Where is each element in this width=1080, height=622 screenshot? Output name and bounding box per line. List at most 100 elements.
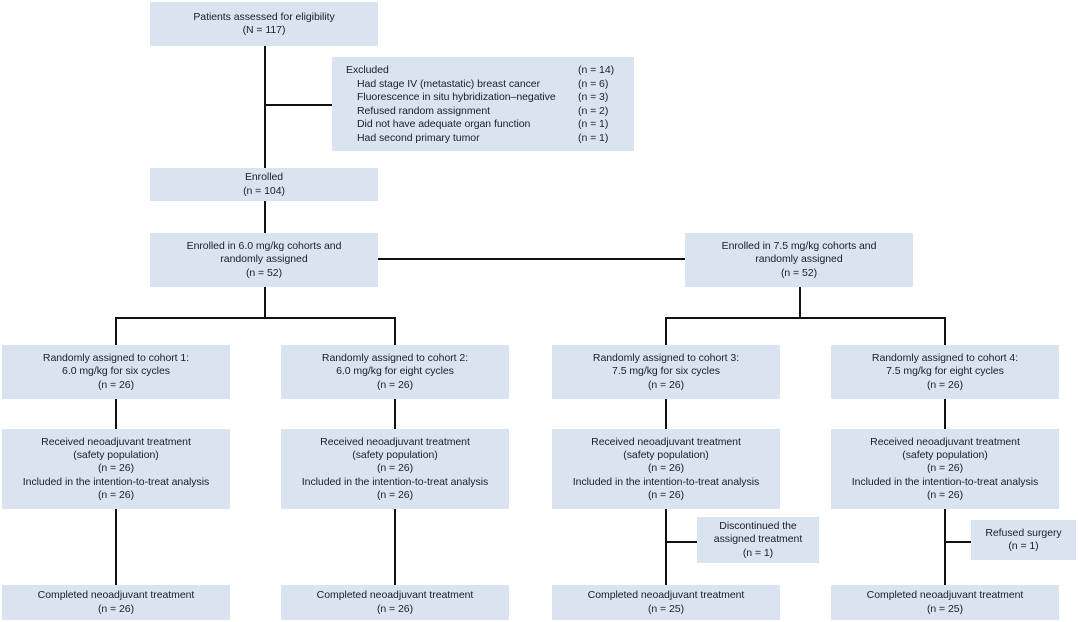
enrolled60-line1: Enrolled in 6.0 mg/kg cohorts and (186, 240, 342, 253)
connector-cohort3-to-received3 (665, 399, 667, 429)
completed3-count: (n = 25) (647, 602, 685, 615)
connector-received2-to-completed2 (394, 509, 396, 585)
received4-line1: Received neoadjuvant treatment (870, 435, 1020, 448)
received1-line1: Received neoadjuvant treatment (41, 435, 191, 448)
connector-received4-to-completed4 (944, 509, 946, 585)
box-cohort-4: Randomly assigned to cohort 4: 7.5 mg/kg… (831, 345, 1059, 399)
received3-line4: Included in the intention-to-treat analy… (572, 475, 760, 488)
connector-received1-to-completed1 (115, 509, 117, 585)
cohort4-count: (n = 26) (926, 378, 964, 391)
received1-itt-count: (n = 26) (97, 488, 135, 501)
box-received-treatment-1: Received neoadjuvant treatment (safety p… (2, 429, 230, 509)
received2-line4: Included in the intention-to-treat analy… (301, 475, 489, 488)
connector-down-cohort4 (944, 317, 946, 345)
refused4-count: (n = 1) (1008, 540, 1039, 552)
discontinued3-line2: assigned treatment (713, 533, 803, 546)
box-refused-surgery-4: Refused surgery (n = 1) (971, 520, 1076, 560)
box-enrolled-75mgkg: Enrolled in 7.5 mg/kg cohorts and random… (685, 233, 913, 287)
connector-received3-to-completed3 (665, 509, 667, 585)
excluded-label: Had second primary tumor (357, 131, 480, 144)
connector-cohort4-to-received4 (944, 399, 946, 429)
received2-line1: Received neoadjuvant treatment (320, 435, 470, 448)
received1-line2: (safety population) (73, 449, 159, 462)
received2-itt-count: (n = 26) (376, 488, 414, 501)
excluded-row: Had second primary tumor (n = 1) (346, 132, 624, 146)
completed1-count: (n = 26) (97, 602, 135, 615)
cohort2-line2: 6.0 mg/kg for eight cycles (336, 365, 454, 378)
box-received-treatment-2: Received neoadjuvant treatment (safety p… (281, 429, 509, 509)
cohort2-count: (n = 26) (376, 378, 414, 391)
excluded-row: Refused random assignment (n = 2) (346, 105, 624, 119)
box-enrolled-60mgkg: Enrolled in 6.0 mg/kg cohorts and random… (150, 233, 378, 287)
excluded-count: (n = 3) (578, 91, 609, 104)
excluded-label: Refused random assignment (357, 104, 490, 117)
cohort1-line2: 6.0 mg/kg for six cycles (62, 365, 170, 378)
cohort3-line2: 7.5 mg/kg for six cycles (612, 365, 720, 378)
received2-line2: (safety population) (352, 449, 438, 462)
connector-row3-horizontal (264, 258, 801, 260)
enrolled60-line2: randomly assigned (220, 253, 308, 266)
enrolled75-line2: randomly assigned (755, 253, 843, 266)
cohort4-line1: Randomly assigned to cohort 4: (871, 352, 1019, 365)
enrolled75-count: (n = 52) (780, 266, 818, 279)
connector-to-excluded (264, 104, 332, 106)
box-completed-treatment-2: Completed neoadjuvant treatment (n = 26) (281, 585, 509, 620)
excluded-count: (n = 2) (578, 104, 609, 117)
excluded-count: (n = 1) (578, 118, 609, 131)
excluded-label: Fluorescence in situ hybridization–negat… (357, 91, 556, 104)
enrolled-count: (n = 104) (243, 184, 285, 197)
excluded-label: Excluded (346, 64, 389, 76)
received1-line4: Included in the intention-to-treat analy… (22, 475, 210, 488)
cohort3-line1: Randomly assigned to cohort 3: (592, 352, 740, 365)
connector-cohort34-horizontal (665, 317, 946, 319)
box-excluded: Excluded (n = 14) Had stage IV (metastat… (332, 57, 634, 151)
received4-safety-count: (n = 26) (926, 462, 964, 475)
excluded-row: Did not have adequate organ function (n … (346, 118, 624, 132)
received1-safety-count: (n = 26) (97, 462, 135, 475)
received3-line1: Received neoadjuvant treatment (591, 435, 741, 448)
excluded-label: Had stage IV (metastatic) breast cancer (357, 77, 541, 90)
connector-cohort1-to-received1 (115, 399, 117, 429)
box-completed-treatment-3: Completed neoadjuvant treatment (n = 25) (552, 585, 780, 620)
box-cohort-3: Randomly assigned to cohort 3: 7.5 mg/kg… (552, 345, 780, 399)
completed1-line1: Completed neoadjuvant treatment (37, 589, 195, 602)
connector-enrolled60-down (264, 287, 266, 319)
completed3-line1: Completed neoadjuvant treatment (587, 589, 745, 602)
enrolled-label: Enrolled (244, 171, 284, 184)
received3-line2: (safety population) (623, 449, 709, 462)
box-cohort-1: Randomly assigned to cohort 1: 6.0 mg/kg… (2, 345, 230, 399)
cohort3-count: (n = 26) (647, 378, 685, 391)
received3-safety-count: (n = 26) (647, 462, 685, 475)
box-enrolled: Enrolled (n = 104) (150, 168, 378, 201)
connector-enrolled75-down (799, 287, 801, 319)
connector-assessed-to-enrolled (264, 46, 266, 168)
assessed-line1: Patients assessed for eligibility (193, 10, 335, 23)
assessed-count: (N = 117) (242, 24, 286, 36)
box-cohort-2: Randomly assigned to cohort 2: 6.0 mg/kg… (281, 345, 509, 399)
discontinued3-line1: Discontinued the (719, 520, 797, 533)
received3-itt-count: (n = 26) (647, 488, 685, 501)
box-received-treatment-4: Received neoadjuvant treatment (safety p… (831, 429, 1059, 509)
cohort2-line1: Randomly assigned to cohort 2: (321, 352, 469, 365)
received4-line4: Included in the intention-to-treat analy… (851, 475, 1039, 488)
enrolled60-count: (n = 52) (245, 266, 283, 279)
connector-enrolled-to-split (264, 200, 266, 233)
connector-down-cohort1 (115, 317, 117, 345)
excluded-row: Fluorescence in situ hybridization–negat… (346, 91, 624, 105)
excluded-row: Excluded (n = 14) (346, 64, 624, 78)
connector-cohort12-horizontal (115, 317, 396, 319)
received2-safety-count: (n = 26) (376, 462, 414, 475)
connector-down-cohort3 (665, 317, 667, 345)
cohort1-line1: Randomly assigned to cohort 1: (42, 352, 190, 365)
excluded-count: (n = 6) (578, 77, 609, 90)
completed2-line1: Completed neoadjuvant treatment (316, 589, 474, 602)
discontinued3-count: (n = 1) (742, 546, 774, 559)
completed4-count: (n = 25) (926, 602, 964, 615)
excluded-count: (n = 14) (578, 64, 615, 76)
box-completed-treatment-4: Completed neoadjuvant treatment (n = 25) (831, 585, 1059, 620)
connector-down-cohort2 (394, 317, 396, 345)
box-assessed-for-eligibility: Patients assessed for eligibility (N = 1… (150, 2, 378, 46)
received4-line2: (safety population) (902, 449, 988, 462)
connector-to-refused4 (944, 541, 972, 543)
box-completed-treatment-1: Completed neoadjuvant treatment (n = 26) (2, 585, 230, 620)
